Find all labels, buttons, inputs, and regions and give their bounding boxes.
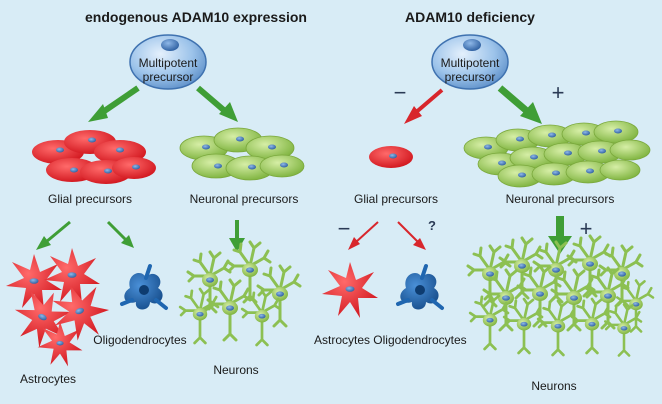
left-arrow-to-neuronal <box>196 85 238 122</box>
left-oligodendrocyte <box>120 264 168 312</box>
left-astrocytes-cluster <box>4 248 116 367</box>
right-neuronal-precursor-cluster <box>463 120 651 188</box>
right-arrow-to-neuronal <box>497 85 542 124</box>
right-sign-glial-decrease: − <box>394 80 407 105</box>
left-astrocytes-label: Astrocytes <box>20 372 76 386</box>
right-sign-oligo-unknown: ? <box>428 218 436 233</box>
right-arrow-to-astrocytes <box>348 221 379 250</box>
left-precursor-cell <box>129 34 207 90</box>
right-arrow-to-oligodendrocytes <box>397 221 426 250</box>
left-neurons-label: Neurons <box>213 363 258 377</box>
left-precursor-label-1: Multipotent <box>139 56 198 70</box>
left-arrow-to-oligodendrocytes <box>106 220 134 248</box>
left-neuronal-precursor-cluster <box>179 127 305 181</box>
right-neurons-label: Neurons <box>531 379 576 393</box>
right-neuronal-label: Neuronal precursors <box>506 192 615 206</box>
right-precursor-cell <box>431 34 509 90</box>
left-arrow-to-glial <box>88 85 140 122</box>
right-astrocytes-label: Astrocytes <box>314 333 370 347</box>
left-arrow-to-neurons <box>229 220 245 252</box>
right-oligodendrocyte <box>396 264 444 312</box>
left-title: endogenous ADAM10 expression <box>85 9 307 25</box>
right-sign-astro-decrease: − <box>338 216 351 241</box>
right-neurons-cluster <box>466 234 655 357</box>
right-arrow-to-glial <box>404 88 444 124</box>
right-title: ADAM10 deficiency <box>405 9 535 25</box>
left-precursor-label-2: precursor <box>143 70 194 84</box>
left-glial-precursor-cluster <box>32 130 156 184</box>
right-precursor-label-1: Multipotent <box>441 56 500 70</box>
left-arrow-to-astrocytes <box>36 220 71 250</box>
left-neuronal-label: Neuronal precursors <box>190 192 299 206</box>
right-astrocyte <box>322 262 378 318</box>
right-sign-neuronal-increase: + <box>552 80 565 105</box>
right-oligodendrocytes-label: Oligodendrocytes <box>373 333 466 347</box>
right-glial-label: Glial precursors <box>354 192 438 206</box>
left-neurons-cluster <box>178 240 302 347</box>
right-precursor-label-2: precursor <box>445 70 496 84</box>
right-arrow-to-neurons <box>548 216 572 254</box>
left-glial-label: Glial precursors <box>48 192 132 206</box>
right-glial-precursor-cell <box>369 146 413 168</box>
left-oligodendrocytes-label: Oligodendrocytes <box>93 333 186 347</box>
